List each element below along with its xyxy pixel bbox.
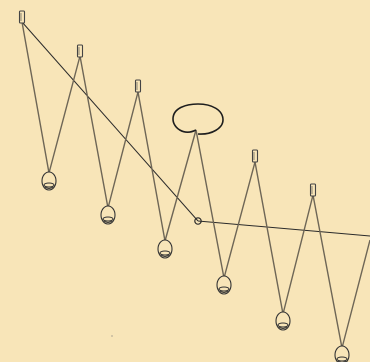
speck xyxy=(111,335,113,337)
pendant-light xyxy=(41,171,57,191)
long-wire-horizontal xyxy=(197,220,370,237)
cable-loop xyxy=(172,103,224,135)
pendant-light xyxy=(157,239,173,259)
top-anchor xyxy=(76,44,84,58)
top-anchor xyxy=(134,79,142,93)
pendant-light xyxy=(275,311,291,331)
small-ring xyxy=(194,217,202,225)
zigzag-cable xyxy=(21,21,370,349)
long-wire-diagonal xyxy=(21,21,199,222)
pendant-light xyxy=(216,275,232,295)
pendant-light xyxy=(334,345,350,362)
pendant-light xyxy=(100,205,116,225)
top-anchor xyxy=(18,10,26,24)
top-anchor xyxy=(309,183,317,197)
top-anchor xyxy=(251,149,259,163)
